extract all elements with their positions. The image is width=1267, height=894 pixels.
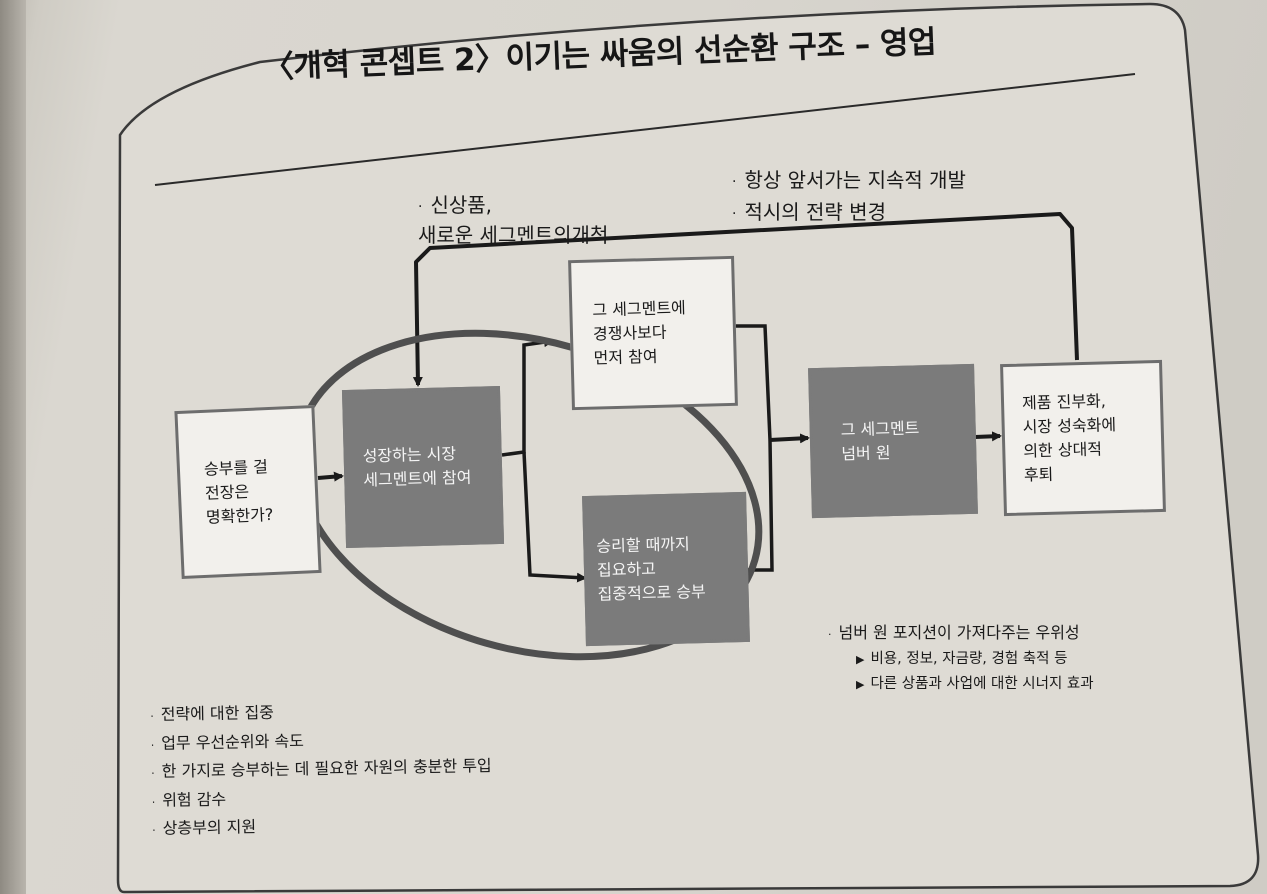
requirement-text: 위험 감수 [162,789,227,810]
box-growing-market: 성장하는 시장 세그멘트에 참여 [341,385,505,549]
advantage-heading-text: 넘버 원 포지션이 가져다주는 우위성 [838,623,1080,642]
box-battlefield-text: 승부를 걸 전장은 명확한가? [203,457,274,527]
box-win-focus: 승리할 때까지 집요하고 집중적으로 승부 [582,491,750,647]
advantage-list: · 넘버 원 포지션이 가져다주는 우위성 ▶ 비용, 정보, 자금량, 경험 축적… [828,620,1094,697]
feedback-loop-arrow [412,212,1079,387]
requirements-list: · 전략에 대한 집중 · 업무 우선순위와 속도 · 한 가지로 승부하는 데 필요… [150,696,493,844]
outer-frame [116,2,1260,894]
connector-growing-to-branches [501,337,554,457]
note-continuous-dev: · 항상 앞서가는 지속적 개발 [732,138,966,196]
bullet-dot: · [150,709,154,723]
bullet-dot: · [151,766,155,780]
connector-growing-to-win [522,451,587,583]
arrow-battlefield-to-growing [317,471,344,482]
box-number-one: 그 세그멘트 넘버 원 [808,363,978,519]
note-timely-strategy: · 적시의 전략 변경 [732,170,886,228]
bullet-dot: · [151,795,156,809]
requirement-text: 전략에 대한 집중 [160,702,275,724]
advantage-item: ▶ 비용, 정보, 자금량, 경험 축적 등 [828,647,1094,672]
bullet-dot: · [732,173,737,190]
advantage-heading: · 넘버 원 포지션이 가져다주는 우위성 [828,620,1094,647]
bullet-dot: · [732,205,737,222]
box-win-focus-text: 승리할 때까지 집요하고 집중적으로 승부 [596,534,706,604]
requirement-text: 상층부의 지원 [162,817,257,838]
bullet-dot: · [150,738,155,752]
note-new-products: ·신상품, 새로운 세그멘트의개척 [418,163,608,249]
arrow-to-number-one [769,433,810,444]
connector-win-to-right [748,439,774,572]
bullet-dot: · [418,198,423,215]
note-continuous-dev-text: 항상 앞서가는 지속적 개발 [744,168,966,192]
box-number-one-text: 그 세그멘트 넘버 원 [840,418,920,464]
requirement-text: 업무 우선순위와 속도 [161,730,305,753]
requirement-item: · 상층부의 지원 [152,810,493,844]
box-decline-text: 제품 진부화, 시장 성숙화에 의한 상대적 후퇴 [1021,391,1117,485]
bullet-dot: · [152,823,156,837]
bullet-dot: · [828,628,832,641]
book-spine-shadow [0,0,26,894]
note-timely-strategy-text: 적시의 전략 변경 [744,200,886,224]
box-enter-first-text: 그 세그멘트에 경쟁사보다 먼저 참여 [592,298,687,368]
triangle-bullet-icon: ▶ [856,678,865,691]
box-growing-market-text: 성장하는 시장 세그멘트에 참여 [362,444,472,490]
arrow-number-one-to-decline [974,431,1002,442]
requirement-item: · 한 가지로 승부하는 데 필요한 자원의 충분한 투입 [151,753,492,787]
title-underline [154,73,1136,186]
box-battlefield: 승부를 걸 전장은 명확한가? [174,405,322,579]
advantage-item: ▶ 다른 상품과 사업에 대한 시너지 효과 [828,672,1094,697]
requirement-text: 한 가지로 승부하는 데 필요한 자원의 충분한 투입 [161,756,492,781]
note-new-products-text: 신상품, 새로운 세그멘트의개척 [418,193,609,247]
box-decline: 제품 진부화, 시장 성숙화에 의한 상대적 후퇴 [1000,359,1166,517]
advantage-item-text: 다른 상품과 사업에 대한 시너지 효과 [870,676,1094,692]
box-enter-first: 그 세그멘트에 경쟁사보다 먼저 참여 [568,255,738,411]
advantage-item-text: 비용, 정보, 자금량, 경험 축적 등 [870,651,1068,667]
connector-enter-to-right [735,324,772,441]
triangle-bullet-icon: ▶ [856,653,865,666]
